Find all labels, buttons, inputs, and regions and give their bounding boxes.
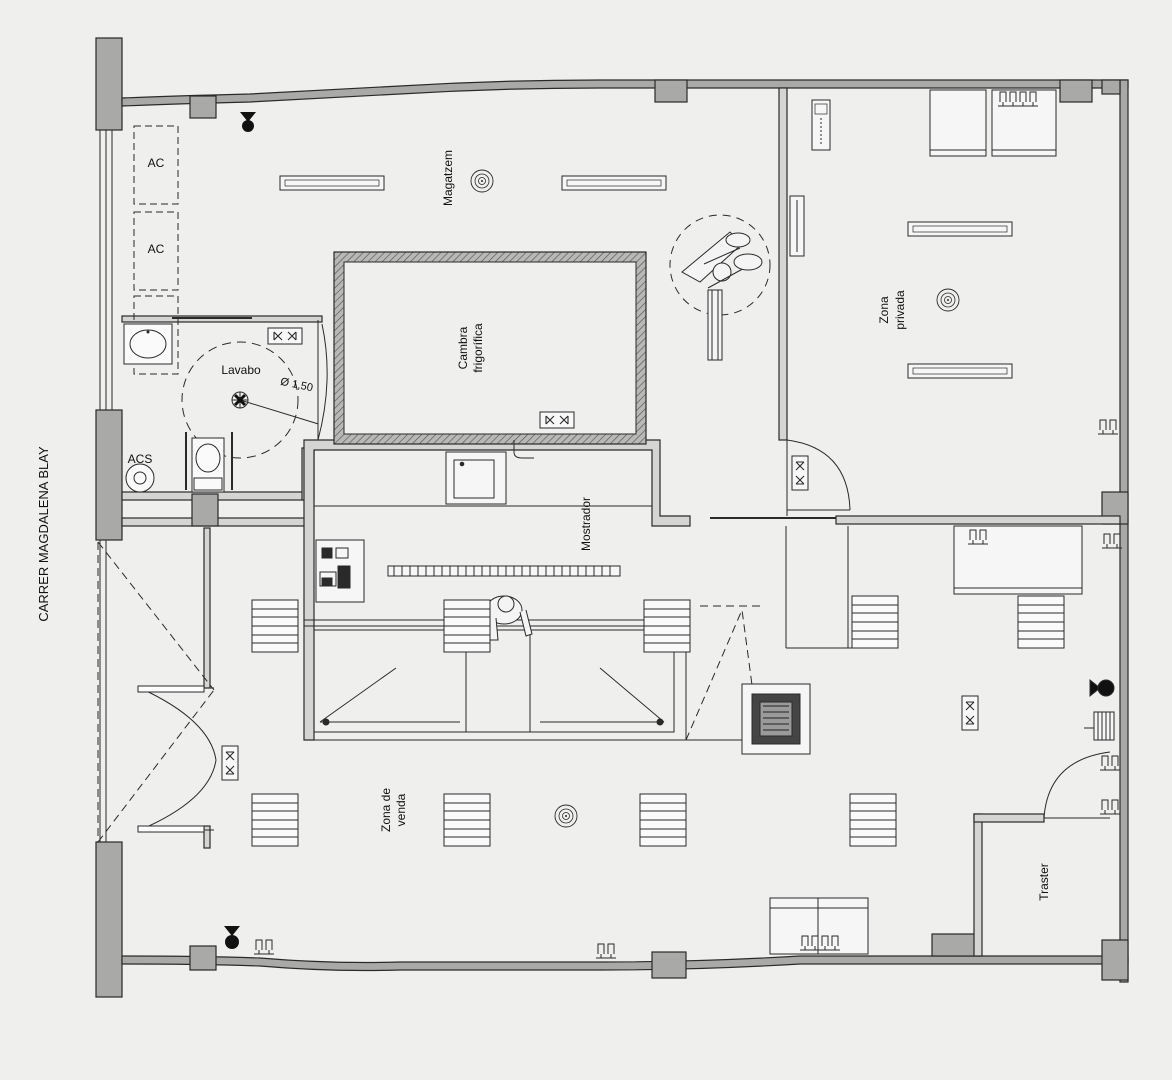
ac-label-2: AC xyxy=(148,242,165,256)
wall-light-icon-east xyxy=(1089,678,1115,698)
acs-label: ACS xyxy=(128,452,153,466)
cold-room: Cambra frigorífica xyxy=(333,251,647,445)
doors xyxy=(137,320,1111,833)
lavabo-light-icon xyxy=(231,391,249,409)
east-shop-area xyxy=(953,525,1123,815)
ac-cassette-icon xyxy=(741,683,811,755)
zona-venda-label-1: Zona de xyxy=(379,788,393,832)
cambra-label-2: frigorífica xyxy=(471,323,485,373)
cashier-person-icon xyxy=(483,595,533,641)
magatzem-label: Magatzem xyxy=(441,150,455,206)
traster-room: Traster xyxy=(1037,863,1051,901)
lavabo-room: Lavabo Ø 1,50 ACS xyxy=(123,317,319,493)
counter-area xyxy=(303,451,852,741)
turning-circle-label: Ø 1,50 xyxy=(279,376,314,395)
zona-privada-label-2: privada xyxy=(893,290,907,330)
zona-venda-room: Zona de venda xyxy=(221,683,869,959)
facade-glazing xyxy=(99,130,113,842)
outer-walls xyxy=(95,37,1129,998)
wall-light-icon xyxy=(240,112,256,132)
mostrador-label: Mostrador xyxy=(579,497,593,551)
street-label: CARRER MAGDALENA BLAY xyxy=(36,446,51,622)
zona-privada-label-1: Zona xyxy=(877,296,891,324)
lavabo-label: Lavabo xyxy=(221,363,261,377)
magatzem-room: Magatzem AC AC xyxy=(133,112,771,459)
cambra-label-1: Cambra xyxy=(456,326,470,369)
wall-light-icon-south xyxy=(224,926,240,949)
ac-label-1: AC xyxy=(148,156,165,170)
traster-label: Traster xyxy=(1037,863,1051,901)
worker-trolley-icon xyxy=(669,214,771,361)
zona-privada-room: Zona privada xyxy=(789,89,1119,491)
zona-venda-label-2: venda xyxy=(394,793,408,826)
mostrador-label-group: Mostrador xyxy=(579,497,593,551)
